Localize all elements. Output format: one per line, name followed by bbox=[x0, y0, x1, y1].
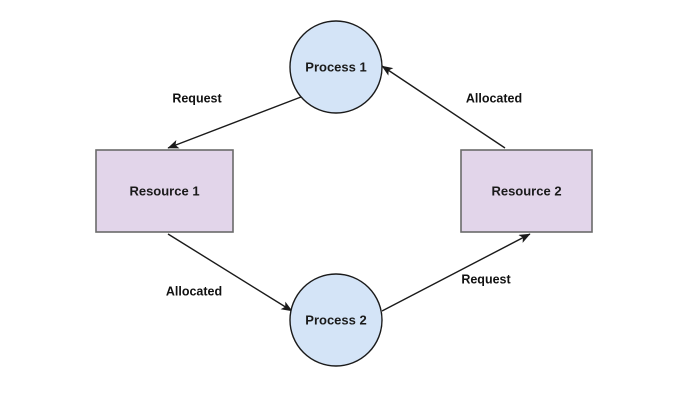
node-process-2[interactable]: Process 2 bbox=[289, 273, 383, 367]
resource-1-rect bbox=[95, 149, 234, 233]
edge-label-request-lower-right: Request bbox=[461, 272, 511, 286]
edge-allocated-resource2-process1: Allocated bbox=[381, 65, 522, 149]
edge-line bbox=[381, 65, 506, 149]
resource-2-label: Resource 2 bbox=[491, 183, 561, 198]
resource-2-rect bbox=[460, 149, 593, 233]
edge-label-allocated-lower-left: Allocated bbox=[166, 284, 222, 298]
process-1-label: Process 1 bbox=[305, 59, 366, 74]
edge-request-process2-resource2: Request bbox=[381, 233, 531, 312]
node-resource-2[interactable]: Resource 2 bbox=[460, 149, 593, 233]
edge-label-allocated-upper-right: Allocated bbox=[466, 91, 522, 105]
process-2-circle bbox=[289, 273, 383, 367]
node-resource-1[interactable]: Resource 1 bbox=[95, 149, 234, 233]
edge-allocated-resource1-process2: Allocated bbox=[166, 233, 293, 312]
resource-1-label: Resource 1 bbox=[129, 183, 199, 198]
edge-label-request-upper-left: Request bbox=[172, 91, 222, 105]
node-process-1[interactable]: Process 1 bbox=[289, 20, 383, 114]
process-2-label: Process 2 bbox=[305, 312, 366, 327]
process-1-circle bbox=[289, 20, 383, 114]
edge-line bbox=[167, 233, 293, 312]
edge-request-process1-resource1: Request bbox=[167, 91, 302, 149]
edge-line bbox=[381, 233, 531, 312]
edge-line bbox=[167, 96, 302, 149]
